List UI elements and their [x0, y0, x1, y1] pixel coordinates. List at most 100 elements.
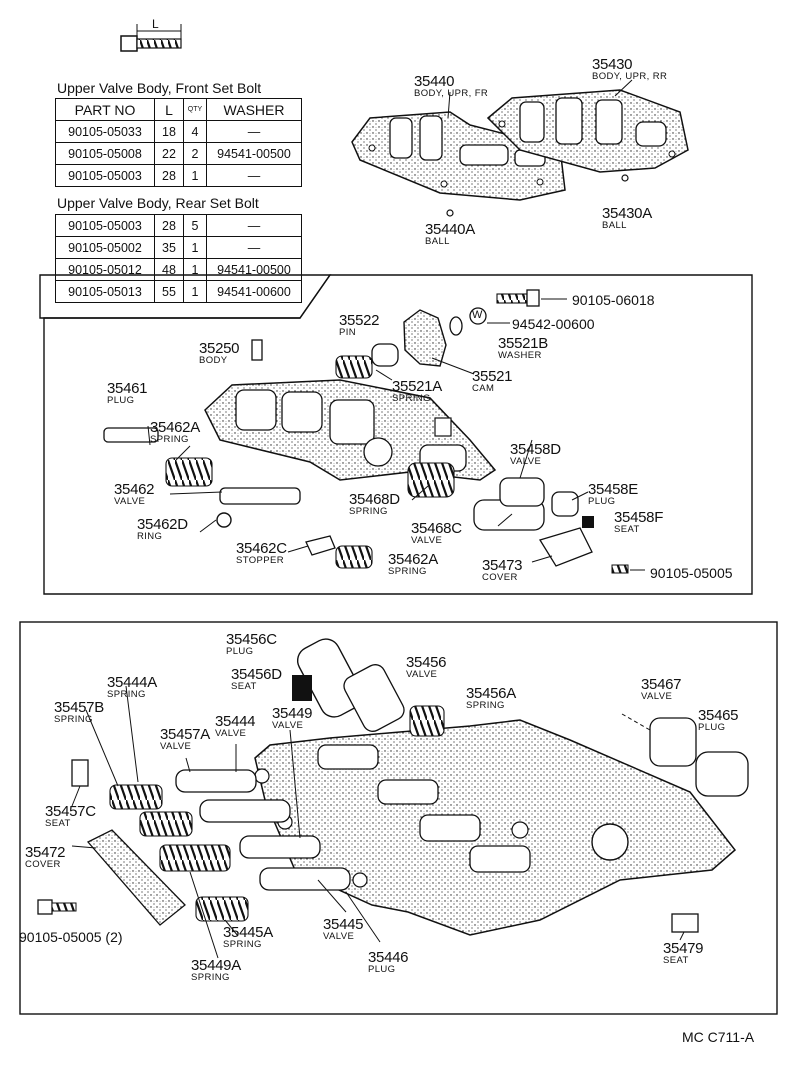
part-name: SEAT	[231, 681, 257, 692]
valve-35445-art	[259, 867, 351, 891]
part-number: 35446	[368, 949, 409, 966]
cell-length: 28	[154, 164, 184, 187]
callout-35457B: 35457B SPRING	[54, 700, 104, 725]
part-number: 35467	[641, 676, 682, 693]
cell-washer: —	[206, 236, 302, 259]
part-name: STOPPER	[236, 555, 285, 566]
spring-35468D-art	[407, 462, 455, 498]
part-number: 35473	[482, 557, 523, 574]
callout-35445: 35445 VALVE	[323, 917, 364, 942]
part-name: SPRING	[150, 434, 189, 445]
part-number: 35449	[272, 705, 313, 722]
check-ball-front	[446, 209, 454, 217]
part-name: PLUG	[698, 722, 726, 733]
cell-length: 18	[154, 120, 184, 143]
cover-35473-art	[539, 527, 593, 567]
cell-washer: —	[206, 214, 302, 237]
part-name: VALVE	[160, 741, 192, 752]
bolt-05005-low-thread	[51, 902, 77, 912]
part-name: PLUG	[107, 395, 135, 406]
header-washer: WASHER	[206, 98, 302, 121]
part-number: 35440A	[425, 221, 475, 238]
part-number: 35465	[698, 707, 739, 724]
upper-valve-body-front-art	[351, 111, 566, 201]
part-name: SEAT	[663, 955, 689, 966]
callout-35444A: 35444A SPRING	[107, 675, 157, 700]
part-name: VALVE	[510, 456, 542, 467]
code-bolt-05005-mid: 90105-05005	[650, 565, 733, 581]
callout-35446: 35446 PLUG	[368, 949, 409, 975]
callout-35440: 35440 BODY, UPR, FR	[414, 74, 488, 99]
part-name: SPRING	[223, 939, 262, 950]
bolt-05005-mid-art	[611, 564, 629, 574]
spring-35444A-art	[139, 811, 193, 837]
part-number: 35440	[414, 73, 455, 90]
valve-35467-art	[649, 717, 697, 767]
table-row: 90105-05012 48 1 94541-00500	[55, 258, 302, 281]
part-number: 35479	[663, 940, 704, 957]
callout-35430A: 35430A BALL	[602, 206, 652, 231]
table-row: 90105-05008 22 2 94541-00500	[55, 142, 302, 165]
rear-bolt-table-title: Upper Valve Body, Rear Set Bolt	[57, 195, 259, 211]
part-number: 35456A	[466, 685, 516, 702]
cell-qty: 1	[183, 236, 207, 259]
cell-washer: 94541-00500	[206, 142, 302, 165]
cam-art	[403, 309, 447, 367]
part-name: VALVE	[215, 728, 247, 739]
cell-qty: 1	[183, 280, 207, 303]
washer-mark-circle	[469, 307, 487, 325]
callout-35449A: 35449A SPRING	[191, 958, 241, 983]
callout-35473: 35473 COVER	[482, 557, 523, 583]
callout-35462A-bottom: 35462A SPRING	[388, 552, 438, 577]
body-35250-art	[251, 339, 263, 361]
part-name: SPRING	[388, 566, 427, 577]
part-number: 35462A	[388, 551, 438, 568]
part-name: VALVE	[272, 720, 304, 731]
callout-35456A: 35456A SPRING	[466, 686, 516, 711]
part-number: 35462	[114, 481, 155, 498]
header-qty: QTY	[183, 98, 207, 121]
plug-35465-art	[695, 751, 749, 797]
bolt-05005-low-art	[37, 899, 53, 915]
spring-35462A-lower-art	[335, 545, 373, 569]
check-ball-rear	[621, 174, 629, 182]
part-number: 35449A	[191, 957, 241, 974]
bolt-length-label: L	[152, 17, 159, 31]
callout-35458D: 35458D VALVE	[510, 442, 561, 467]
cell-length: 35	[154, 236, 184, 259]
part-number: 35456	[406, 654, 447, 671]
valve-35457A-art	[175, 769, 257, 793]
part-name: SPRING	[54, 714, 93, 725]
cell-length: 48	[154, 258, 184, 281]
seat-35456D-art	[292, 675, 312, 701]
callout-35472: 35472 COVER	[25, 845, 66, 870]
callout-35456C: 35456C PLUG	[226, 632, 277, 657]
part-name: PLUG	[226, 646, 254, 657]
code-bolt-06018: 90105-06018	[572, 292, 655, 308]
part-name: BODY, UPR, FR	[414, 88, 489, 99]
part-number: 35457A	[160, 726, 210, 743]
part-number: 35457C	[45, 803, 96, 820]
callout-35461: 35461 PLUG	[107, 381, 148, 406]
spring-35456A-art	[409, 705, 445, 737]
lower-valve-body-art	[204, 379, 497, 481]
leader-lines	[71, 357, 685, 959]
part-number: 35430	[592, 56, 633, 73]
plug-35461-art	[103, 427, 159, 443]
middle-section-frame	[43, 274, 753, 595]
callout-35521: 35521 CAM	[472, 369, 513, 394]
spring-35462A-art	[165, 457, 213, 487]
callout-35462D: 35462D RING	[137, 517, 188, 542]
cell-length: 55	[154, 280, 184, 303]
part-number: 35457B	[54, 699, 104, 716]
cell-length: 28	[154, 214, 184, 237]
callout-35457A: 35457A VALVE	[160, 727, 210, 752]
part-name: PLUG	[368, 964, 396, 975]
cell-part-no: 90105-05013	[55, 280, 155, 303]
part-number: 35521B	[498, 335, 548, 352]
rear-bolt-table: 90105-05003 28 5 — 90105-05002 35 1 — 90…	[55, 214, 302, 303]
ring-35462D-art	[216, 512, 232, 528]
seat-35457C-art	[71, 759, 89, 787]
seat-35479-art	[671, 913, 699, 933]
